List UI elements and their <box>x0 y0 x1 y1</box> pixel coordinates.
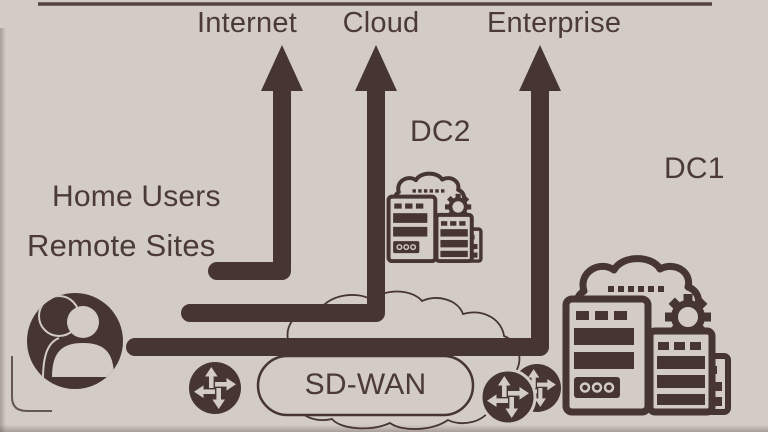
sdwan-pill-shape <box>256 354 475 417</box>
enterprise-arrow-line <box>126 79 549 356</box>
label-home-users: Home Users <box>52 180 221 213</box>
datacenter-dc2-icon <box>386 171 483 264</box>
router-icon-left <box>189 362 241 414</box>
cloud-arrowhead <box>355 45 397 91</box>
label-cloud: Cloud <box>342 7 420 39</box>
flow-arrows <box>126 45 561 356</box>
label-dc2: DC2 <box>410 115 471 148</box>
label-sdwan: SD-WAN <box>304 368 427 401</box>
user-icon <box>27 293 123 389</box>
datacenter-dc1-icon <box>566 259 728 412</box>
router-icon-right-front <box>479 368 537 426</box>
label-internet: Internet <box>197 7 297 39</box>
internet-arrow-line <box>208 79 291 280</box>
label-enterprise: Enterprise <box>487 7 622 39</box>
cloud-arrow-line <box>181 79 385 322</box>
enterprise-arrowhead <box>519 45 561 91</box>
label-dc1: DC1 <box>664 152 725 185</box>
corner-bracket-shape <box>11 356 52 412</box>
label-remote-sites: Remote Sites <box>27 228 216 263</box>
internet-arrowhead <box>261 45 303 91</box>
